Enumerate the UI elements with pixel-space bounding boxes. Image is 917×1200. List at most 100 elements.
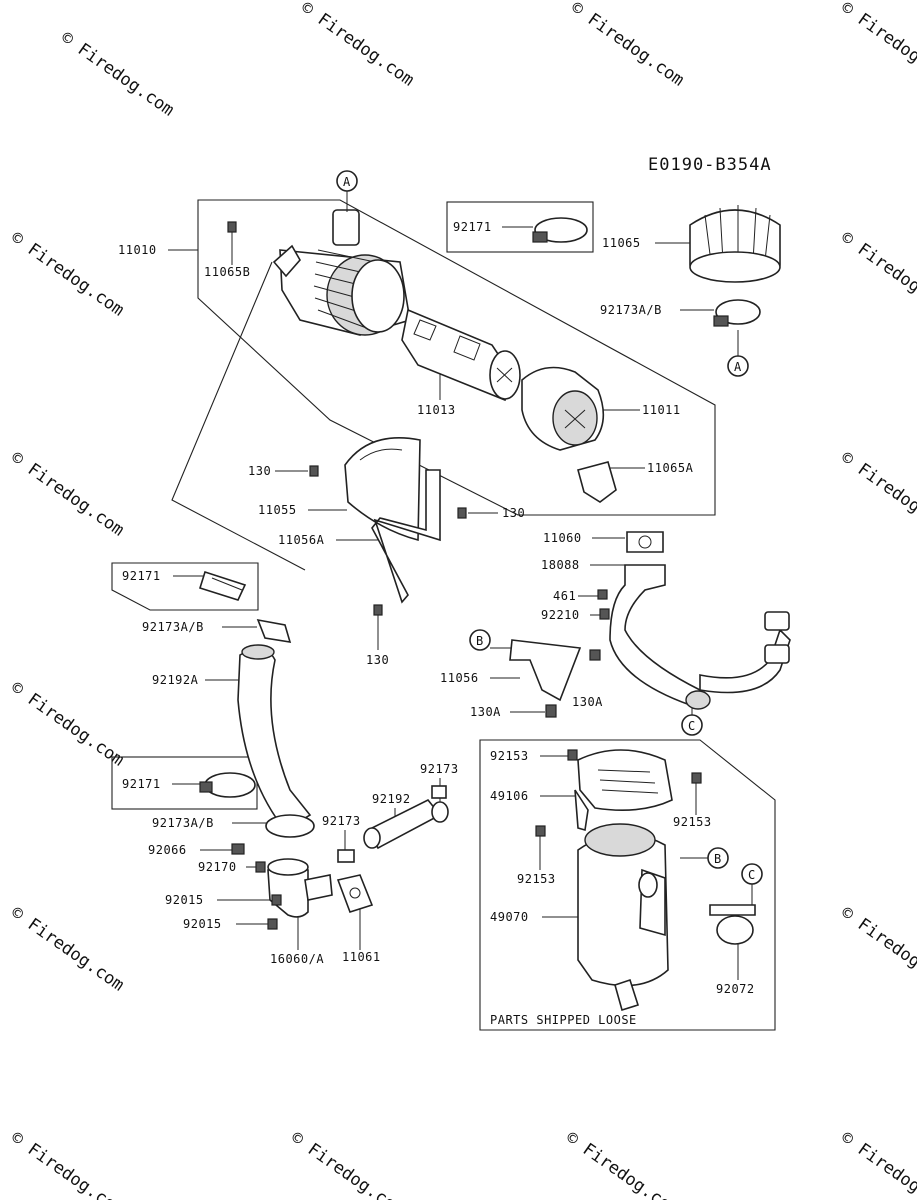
label-11065: 11065	[602, 236, 641, 250]
watermark: © Firedog.com	[837, 228, 917, 321]
label-92153-b: 92153	[673, 815, 712, 829]
watermark: © Firedog.com	[562, 1128, 682, 1200]
band-11055	[344, 437, 421, 542]
watermark: © Firedog.com	[837, 903, 917, 996]
callout-a-bottom-label: A	[734, 360, 742, 374]
elbow-16060a	[267, 858, 333, 918]
label-130-c: 130	[366, 653, 389, 667]
bolts-92153	[535, 749, 702, 837]
callout-c-left-label: C	[688, 719, 696, 733]
hose-92192	[363, 798, 449, 850]
hose-group-outline	[171, 261, 306, 571]
label-92192: 92192	[372, 792, 411, 806]
label-92171-top: 92171	[453, 220, 492, 234]
small-parts-92066-92170-92015	[231, 843, 282, 930]
callout-c-right-label: C	[748, 868, 756, 882]
watermark: © Firedog.com	[297, 0, 417, 90]
callout-b-left-label: B	[476, 634, 484, 648]
label-49106: 49106	[490, 789, 529, 803]
label-92173ab-low: 92173A/B	[152, 816, 214, 830]
callout-c-right	[741, 863, 763, 885]
label-11056: 11056	[440, 671, 479, 685]
label-92153-a: 92153	[490, 749, 529, 763]
clamps-92173	[337, 785, 447, 863]
air-cleaner-cap-11011	[521, 366, 605, 451]
callout-b-left	[469, 629, 491, 651]
clamp-92173ab-right	[713, 299, 761, 327]
gasket-11061	[336, 874, 374, 913]
label-130-a: 130	[248, 464, 271, 478]
bracket-11056a	[371, 469, 441, 604]
label-92173ab-mid: 92173A/B	[142, 620, 204, 634]
watermark: © Firedog.com	[837, 1128, 917, 1200]
watermark: © Firedog.com	[7, 678, 127, 771]
diagram-code: E0190-B354A	[648, 155, 772, 175]
watermark: © Firedog.com	[837, 448, 917, 541]
bolts-130	[309, 465, 467, 616]
label-92171-low: 92171	[122, 777, 161, 791]
label-11055: 11055	[258, 503, 297, 517]
label-92210: 92210	[541, 608, 580, 622]
label-130-b: 130	[502, 506, 525, 520]
callout-a-top-label: A	[343, 175, 351, 189]
label-11061: 11061	[342, 950, 381, 964]
group-outlines	[111, 199, 776, 1031]
label-11065a: 11065A	[647, 461, 694, 475]
watermark: © Firedog.com	[7, 903, 127, 996]
muffler-49070	[577, 823, 669, 1012]
label-92170: 92170	[198, 860, 237, 874]
clamp-inset-top	[446, 201, 594, 253]
pipe-18088	[609, 564, 791, 710]
label-92192a: 92192A	[152, 673, 199, 687]
watermark: © Firedog.com	[7, 228, 127, 321]
precleaner-cap-11065	[689, 205, 781, 283]
label-11010: 11010	[118, 243, 157, 257]
label-49070: 49070	[490, 910, 529, 924]
clamp-92171-low	[199, 772, 256, 798]
callout-c-left	[681, 714, 703, 736]
filter-element-11013	[401, 308, 521, 402]
watermark: © Firedog.com	[837, 0, 917, 90]
part-labels: 11010 11065B 92171 11065 92173A/B 11013 …	[118, 220, 755, 996]
clamp-inset-mid	[111, 562, 259, 611]
leader-lines	[168, 226, 753, 980]
parts-shipped-loose-note: PARTS SHIPPED LOOSE	[490, 1013, 637, 1027]
label-92173ab-right: 92173A/B	[600, 303, 662, 317]
label-92015-b: 92015	[183, 917, 222, 931]
label-92153-c: 92153	[517, 872, 556, 886]
watermark-layer: © Firedog.com © Firedog.com © Firedog.co…	[7, 0, 917, 1200]
label-11065b: 11065B	[204, 265, 250, 279]
air-cleaner-body	[272, 209, 411, 336]
nut-461-and-92210	[597, 589, 610, 620]
label-16060a: 16060/A	[270, 952, 324, 966]
clip-92171-mid	[198, 570, 247, 601]
outlet-92072	[709, 904, 756, 945]
callout-circles: A A B B C C	[336, 170, 763, 885]
callout-b-right-label: B	[714, 852, 722, 866]
hose-92192a	[237, 644, 312, 832]
watermark: © Firedog.com	[287, 1128, 407, 1200]
watermark: © Firedog.com	[7, 1128, 127, 1200]
label-130a-b: 130A	[572, 695, 603, 709]
air-cleaner-group-outline	[197, 199, 716, 516]
label-11056a: 11056A	[278, 533, 325, 547]
label-11011: 11011	[642, 403, 681, 417]
clamp-92173ab-mid	[256, 618, 292, 643]
label-11060: 11060	[543, 531, 582, 545]
label-92173-a: 92173	[420, 762, 459, 776]
label-92066: 92066	[148, 843, 187, 857]
clamp-92171-top	[532, 217, 588, 243]
clamp-92173ab-low	[265, 814, 315, 838]
bolt-11065b	[227, 221, 237, 233]
parts-shipped-loose-box	[479, 739, 776, 1031]
callout-b-right	[707, 847, 729, 869]
label-92072: 92072	[716, 982, 755, 996]
label-18088: 18088	[541, 558, 580, 572]
gasket-11060	[626, 531, 664, 553]
watermark: © Firedog.com	[57, 28, 177, 121]
watermark: © Firedog.com	[7, 448, 127, 541]
label-130a-a: 130A	[470, 705, 501, 719]
label-461: 461	[553, 589, 576, 603]
label-92171-mid: 92171	[122, 569, 161, 583]
